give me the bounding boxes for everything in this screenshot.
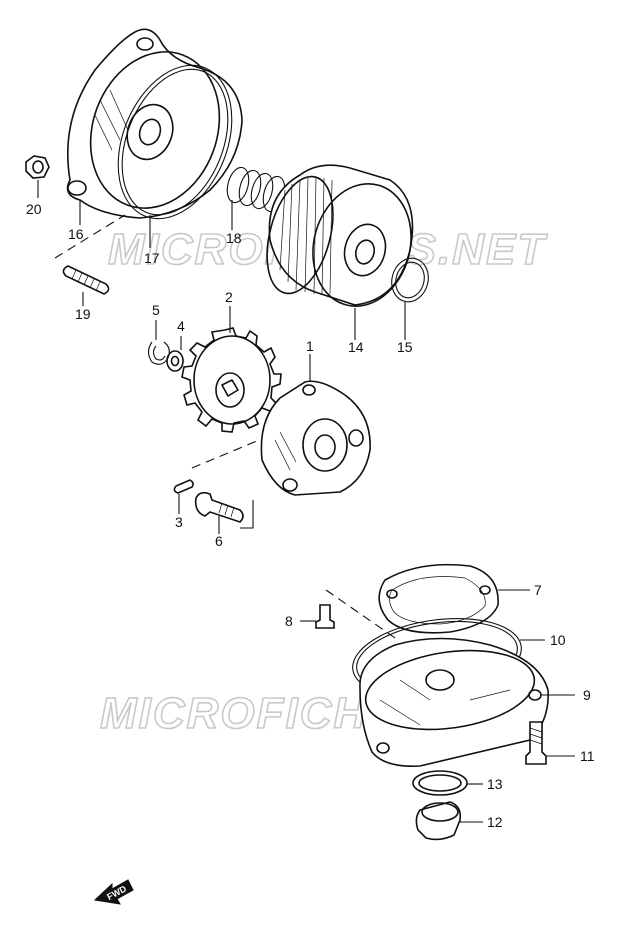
part-2-gear[interactable] [181,327,282,433]
part-11-bolt[interactable] [525,721,547,765]
callout-12: 12 [487,814,503,830]
callout-6: 6 [215,533,223,549]
part-5-circlip[interactable] [147,341,170,365]
callout-18: 18 [226,230,242,246]
callout-7: 7 [534,582,542,598]
part-14-oil-filter[interactable] [255,164,424,317]
part-15-o-ring[interactable] [387,254,433,306]
callouts: 16 17 18 20 19 14 15 5 4 2 1 3 6 7 10 9 … [26,201,595,830]
part-19-stud-bolt[interactable] [62,265,110,295]
callout-11: 11 [580,748,595,764]
callout-14: 14 [348,339,364,355]
callout-8: 8 [285,613,293,629]
part-9-oil-pan-cover[interactable] [359,637,549,768]
callout-9: 9 [583,687,591,703]
callout-17: 17 [144,250,160,266]
callout-19: 19 [75,306,91,322]
part-13-washer[interactable] [412,770,468,796]
part-1-oil-pump[interactable] [260,380,371,496]
callout-3: 3 [175,514,183,530]
part-20-nut[interactable] [25,155,50,179]
fwd-arrow-icon: FWD [93,879,134,905]
part-4-washer[interactable] [166,350,184,372]
part-8-bolt[interactable] [315,604,335,629]
callout-10: 10 [550,632,566,648]
part-12-drain-plug[interactable] [415,801,462,841]
part-18-spring[interactable] [224,165,289,214]
callout-16: 16 [68,226,84,242]
callout-1: 1 [306,338,314,354]
callout-2: 2 [225,289,233,305]
callout-5: 5 [152,302,160,318]
callout-20: 20 [26,201,42,217]
part-3-pin[interactable] [173,479,194,494]
part-6-bolt[interactable] [194,491,244,523]
callout-13: 13 [487,776,503,792]
part-17-o-ring[interactable] [97,48,253,235]
callout-4: 4 [177,318,185,334]
part-7-gasket[interactable] [378,563,499,634]
part-16-housing-cover[interactable] [66,28,243,226]
leader-lines [37,180,575,823]
callout-15: 15 [397,339,413,355]
